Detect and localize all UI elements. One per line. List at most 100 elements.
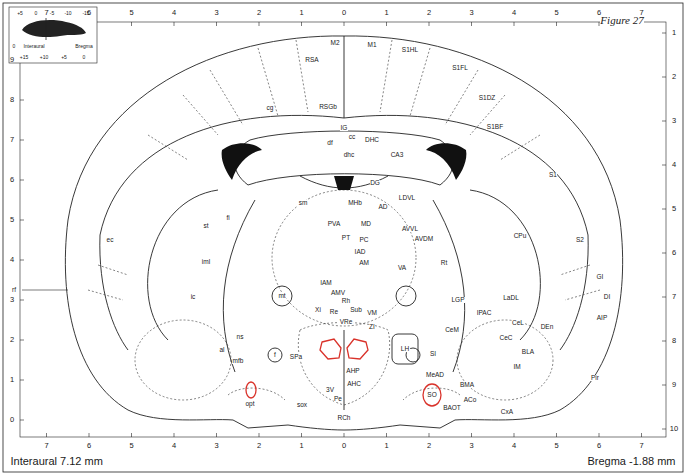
- axis-number: 7: [44, 9, 49, 17]
- axis-number: 9: [671, 381, 676, 389]
- ventricles: [222, 143, 467, 190]
- region-label: iml: [201, 259, 210, 266]
- axis-ticks: [20, 22, 666, 437]
- axis-number: 2: [256, 9, 261, 17]
- striatum-border: [470, 190, 540, 340]
- region-label: mfb: [232, 358, 244, 365]
- region-label: SO: [427, 392, 437, 399]
- region-label: M1: [367, 42, 377, 49]
- axis-tick: [20, 380, 24, 381]
- external-capsule: [560, 235, 588, 350]
- axis-number: 2: [9, 336, 14, 344]
- red-outlines: [246, 339, 441, 406]
- axis-tick: [662, 297, 666, 298]
- region-label: Rt: [440, 260, 448, 267]
- axis-tick: [662, 165, 666, 166]
- axis-number: 5: [671, 205, 676, 213]
- axis-tick: [174, 22, 175, 26]
- region-label: S2: [576, 237, 585, 244]
- region-label: AVDM: [414, 236, 433, 243]
- axis-tick: [46, 433, 47, 437]
- inset-section-line: [46, 18, 47, 40]
- axis-number: 3: [469, 9, 474, 17]
- region-label: S1HL: [401, 47, 418, 54]
- region-label: GI: [596, 274, 604, 281]
- red-region: [320, 339, 341, 359]
- region-label: 3V: [326, 387, 335, 394]
- region-label: RSGb: [319, 104, 338, 111]
- region-label: CeC: [499, 335, 513, 342]
- region-label: st: [203, 223, 209, 230]
- region-label: AVVL: [401, 226, 418, 233]
- lateral-ventricle: [222, 143, 262, 180]
- region-label: IPAC: [476, 310, 492, 317]
- axis-number: 2: [426, 9, 431, 17]
- region-label: Pir: [591, 375, 600, 382]
- axis-number: 4: [9, 256, 14, 264]
- axis-tick: [20, 420, 24, 421]
- inset-brain: [22, 20, 86, 37]
- region-label: M2: [330, 40, 340, 47]
- axis-tick: [662, 33, 666, 34]
- region-label: opt: [245, 401, 255, 408]
- axis-number: 1: [384, 442, 389, 450]
- outer-frame: [3, 3, 683, 472]
- region-label: Pe: [334, 396, 343, 403]
- axis-tick: [216, 433, 217, 437]
- region-label: ec: [106, 237, 114, 244]
- region-label: DHC: [364, 137, 379, 144]
- bregma-caption: Bregma -1.88 mm: [587, 456, 676, 467]
- rhinal-fissure-leader: [22, 290, 68, 291]
- axis-number: 2: [256, 442, 261, 450]
- region-label: CxA: [500, 409, 513, 416]
- region-label: S1FL: [452, 65, 469, 72]
- axis-number: 9: [9, 56, 14, 64]
- region-label: VA: [397, 265, 406, 272]
- axis-tick: [471, 22, 472, 26]
- axis-tick: [662, 385, 666, 386]
- axis-tick: [301, 433, 302, 437]
- axis-number: 6: [86, 442, 91, 450]
- axis-number: 7: [9, 136, 14, 144]
- region-label: df: [327, 140, 333, 147]
- axis-number: 5: [129, 9, 134, 17]
- axis-number: 7: [44, 442, 49, 450]
- axis-number: 2: [426, 442, 431, 450]
- axis-tick: [216, 22, 217, 26]
- axis-number: 0: [9, 416, 14, 424]
- axis-tick: [89, 433, 90, 437]
- axis-number: 4: [671, 161, 676, 169]
- brain-outline: [22, 36, 623, 430]
- axis-tick: [131, 433, 132, 437]
- inset-scale: 0: [34, 11, 38, 16]
- region-label: PC: [359, 237, 369, 244]
- region-label: S1BF: [486, 124, 503, 131]
- region-label: DEn: [540, 324, 554, 331]
- axis-number: 6: [671, 249, 676, 257]
- region-label: LaDL: [503, 295, 520, 302]
- axis-tick: [556, 433, 557, 437]
- axis-tick: [662, 121, 666, 122]
- inset-scale: +15: [19, 55, 28, 60]
- region-label: mt: [278, 293, 286, 300]
- region-label: LH: [400, 346, 409, 353]
- region-label: MeAD: [425, 372, 444, 379]
- axis-number: 3: [469, 442, 474, 450]
- axis-number: 8: [9, 96, 14, 104]
- region-label: MD: [360, 221, 371, 228]
- inset-scale: -5: [49, 11, 54, 16]
- axis-number: 1: [671, 29, 676, 37]
- region-label: fi: [226, 215, 230, 222]
- region-label: al: [219, 347, 225, 354]
- external-capsule: [100, 235, 128, 350]
- region-label: VRe: [339, 319, 353, 326]
- axis-number: 1: [299, 9, 304, 17]
- region-label: VM: [367, 310, 378, 317]
- optic-tract: [228, 388, 460, 400]
- axis-number: 3: [9, 296, 14, 304]
- axis-number: 7: [671, 293, 676, 301]
- white-matter: [100, 115, 588, 235]
- inset-scale: Interaural: [23, 44, 45, 49]
